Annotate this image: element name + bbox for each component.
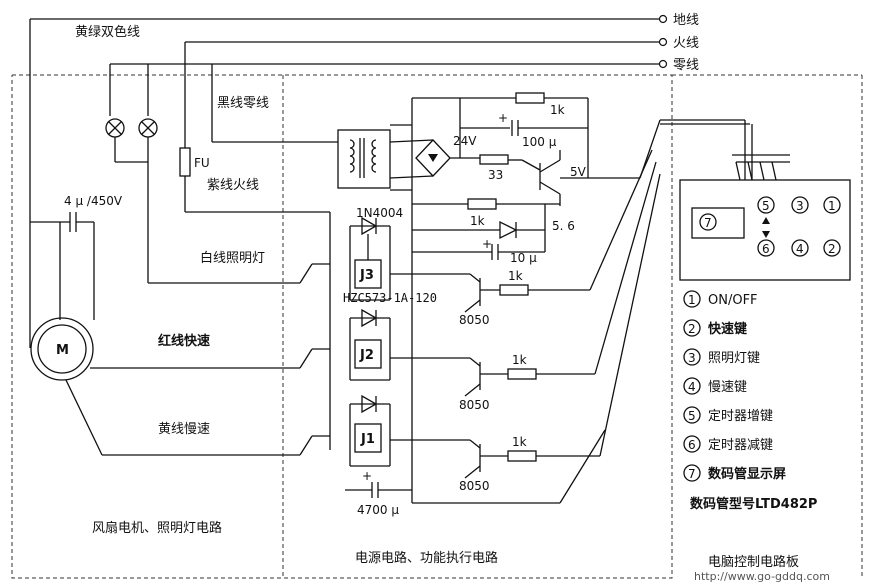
legend: 1 ON/OFF 2 快速键 3 照明灯键 4 慢速键 5 定时器增键 6 定时… bbox=[683, 290, 817, 512]
volt-5-label: 5V bbox=[570, 165, 587, 179]
power-lines bbox=[30, 14, 668, 69]
section-right-caption: 电脑控制电路板 bbox=[708, 554, 799, 570]
black-neutral-label: 黑线零线 bbox=[217, 96, 269, 111]
fuse-label: FU bbox=[194, 156, 210, 170]
res-1k-mid-label: 1k bbox=[470, 214, 485, 228]
fan-motor bbox=[30, 317, 94, 381]
legend-text-2: 快速键 bbox=[708, 321, 747, 337]
panel-button-1: 1 bbox=[828, 199, 836, 213]
neutral-wire bbox=[211, 64, 338, 143]
zener-label: 5. 6 bbox=[552, 219, 575, 233]
red-fast-label: 红线快速 bbox=[158, 333, 210, 349]
panel-button-3: 3 bbox=[796, 199, 804, 213]
legend-text-5: 定时器增键 bbox=[708, 409, 773, 424]
transistor-c-label: 8050 bbox=[459, 479, 490, 493]
panel-button-5: 5 bbox=[762, 199, 770, 213]
yellow-slow-label: 黄线慢速 bbox=[158, 421, 210, 437]
panel-button-6: 6 bbox=[762, 242, 770, 256]
relay-j2 bbox=[349, 308, 470, 381]
transistor-a-label: 8050 bbox=[459, 313, 490, 327]
lamps bbox=[105, 64, 300, 284]
display-model-label: 数码管型号LTD482P bbox=[690, 496, 817, 512]
watermark-text: http://www.go-gddq.com bbox=[694, 570, 830, 583]
cap-4700-label: 4700 μ bbox=[357, 503, 399, 517]
res-33-label: 33 bbox=[488, 168, 503, 182]
transistor-j2 bbox=[464, 161, 657, 397]
fuse-and-live bbox=[179, 42, 330, 213]
relay-model-label: HZC573-1A-120 bbox=[343, 291, 437, 305]
relay-j3-label: J3 bbox=[359, 268, 374, 283]
transformer bbox=[337, 129, 391, 189]
section-left-caption: 风扇电机、照明灯电路 bbox=[92, 520, 222, 536]
motor-capacitor-label: 4 μ /450V bbox=[64, 194, 123, 208]
cap-10-label: 10 μ bbox=[510, 251, 537, 265]
section-middle-caption: 电源电路、功能执行电路 bbox=[355, 550, 498, 566]
cap10-plus: + bbox=[482, 237, 492, 251]
cap-4700 bbox=[345, 429, 606, 504]
res-1k-j2-label: 1k bbox=[512, 353, 527, 367]
legend-num-3: 3 bbox=[688, 351, 696, 365]
volt-24-label: 24V bbox=[453, 134, 477, 148]
legend-num-4: 4 bbox=[688, 380, 696, 394]
diode-label: 1N4004 bbox=[356, 206, 403, 220]
legend-text-6: 定时器减键 bbox=[708, 438, 773, 453]
legend-text-1: ON/OFF bbox=[708, 293, 758, 308]
relay-contacts bbox=[299, 212, 331, 456]
relay-j3 bbox=[349, 216, 470, 301]
relay-j1 bbox=[349, 394, 470, 467]
regulator bbox=[479, 150, 640, 206]
cap4700-plus: + bbox=[362, 469, 372, 483]
legend-num-7: 7 bbox=[688, 467, 696, 481]
purple-live-label: 紫线火线 bbox=[207, 178, 259, 193]
white-light-label: 白线照明灯 bbox=[200, 250, 265, 266]
cap-100-label: 100 μ bbox=[522, 135, 557, 149]
res-1k-top-label: 1k bbox=[550, 103, 565, 117]
cap-plus: + bbox=[498, 111, 508, 125]
live-terminal-label: 火线 bbox=[673, 36, 699, 51]
relay-j2-label: J2 bbox=[359, 348, 374, 363]
ribbon-cable bbox=[639, 119, 790, 181]
res-1k-j1-label: 1k bbox=[512, 435, 527, 449]
panel-button-4: 4 bbox=[796, 242, 804, 256]
motor-label: M bbox=[56, 343, 69, 358]
neutral-terminal-label: 零线 bbox=[673, 58, 699, 73]
control-panel bbox=[679, 179, 851, 281]
legend-num-1: 1 bbox=[688, 293, 696, 307]
legend-num-2: 2 bbox=[688, 322, 696, 336]
legend-num-6: 6 bbox=[688, 438, 696, 452]
res-1k-j3-label: 1k bbox=[508, 269, 523, 283]
common-rail bbox=[390, 97, 460, 503]
legend-text-7: 数码管显示屏 bbox=[708, 466, 786, 482]
legend-text-3: 照明灯键 bbox=[708, 351, 760, 366]
motor-capacitor bbox=[30, 212, 95, 320]
motor-speed-wires bbox=[65, 367, 300, 456]
panel-button-2: 2 bbox=[828, 242, 836, 256]
relay-j1-label: J1 bbox=[360, 432, 375, 447]
ground-terminal-label: 地线 bbox=[673, 13, 699, 28]
panel-display-digit: 7 bbox=[704, 216, 712, 230]
yellow-green-wire-label: 黄绿双色线 bbox=[75, 24, 140, 40]
transistor-b-label: 8050 bbox=[459, 398, 490, 412]
legend-num-5: 5 bbox=[688, 409, 696, 423]
top-filter bbox=[459, 92, 589, 178]
legend-text-4: 慢速键 bbox=[708, 379, 747, 395]
section-boundaries bbox=[11, 74, 863, 579]
zener-stage bbox=[412, 198, 560, 260]
